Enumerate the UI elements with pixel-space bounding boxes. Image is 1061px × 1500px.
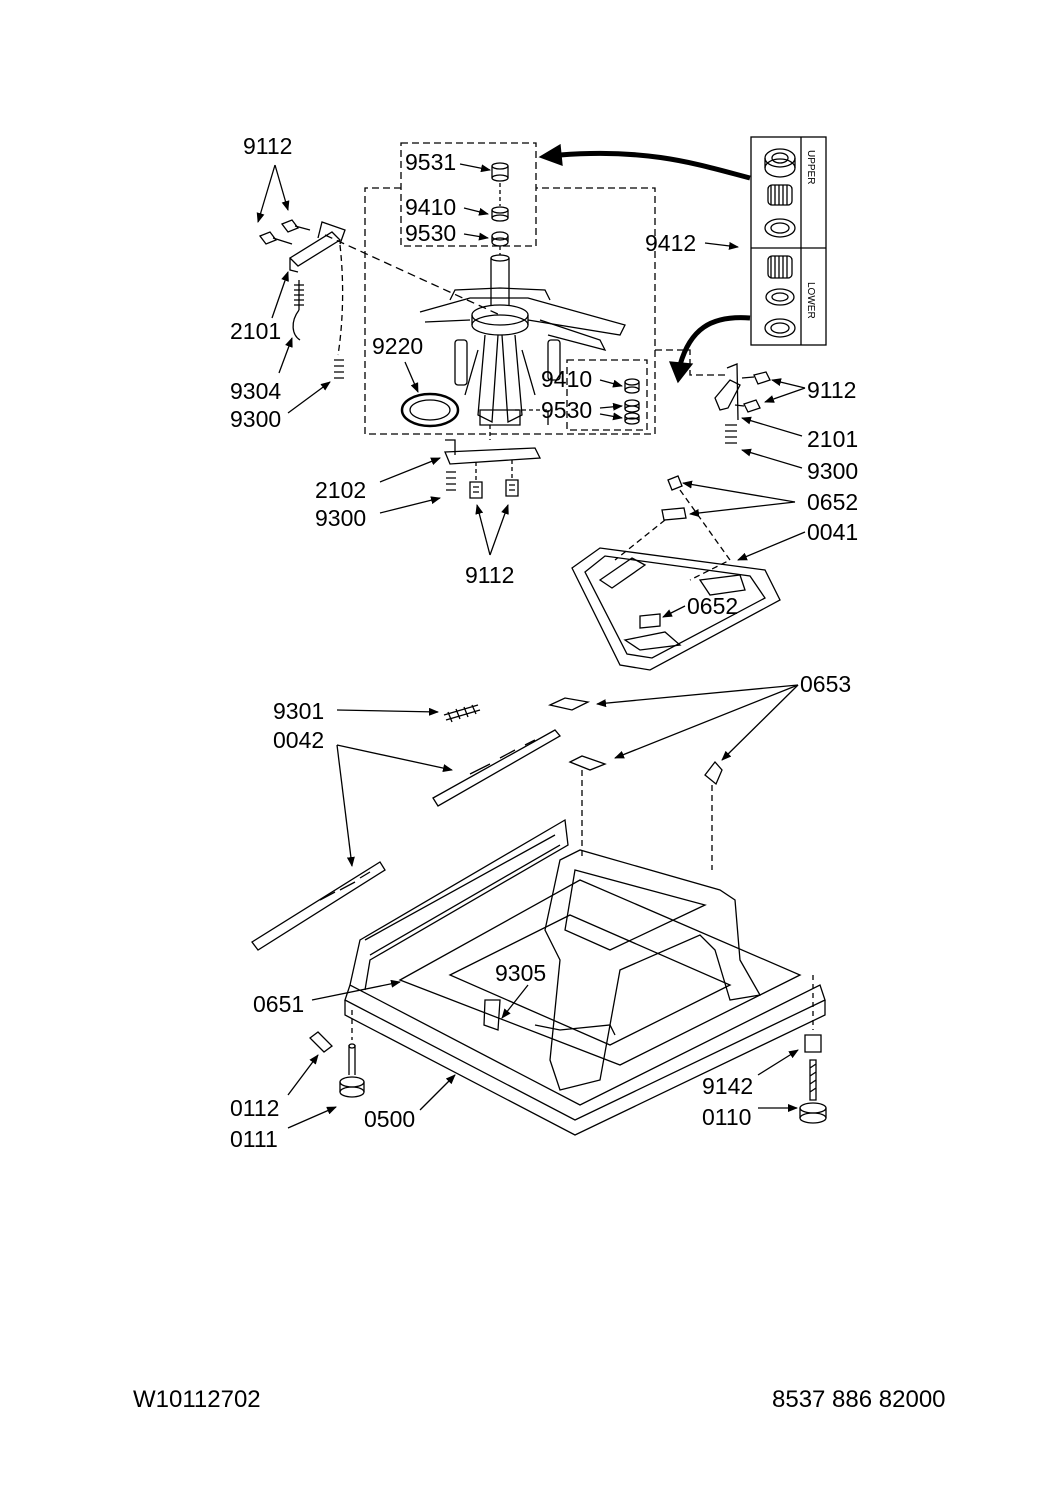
callout-9112-bottom: 9112 [465, 562, 514, 588]
callout-9300-right: 9300 [807, 458, 858, 484]
curved-arrow-upper [559, 150, 751, 181]
callout-9410-right: 9410 [541, 366, 592, 392]
upper-bearing-stack [491, 162, 509, 247]
callout-9530-right: 9530 [541, 397, 592, 423]
rail-upper [432, 729, 561, 807]
callout-9220: 9220 [372, 333, 423, 359]
callout-0653: 0653 [800, 671, 851, 697]
callout-0112: 0112 [230, 1095, 279, 1121]
callout-9301: 9301 [273, 698, 324, 724]
inset-lower-label: LOWER [805, 282, 816, 319]
pads-0653 [548, 697, 723, 870]
callout-0652-mid: 0652 [687, 593, 738, 619]
callout-9142: 9142 [702, 1073, 753, 1099]
callout-0652-top: 0652 [807, 489, 858, 515]
callout-9531: 9531 [405, 149, 456, 175]
bearing-kit-box-top [400, 142, 537, 247]
callout-2101-left: 2101 [230, 318, 281, 344]
bearing-kit-inset [750, 136, 827, 346]
right-bracket-parts [714, 363, 771, 444]
lower-bearing-stack [624, 378, 640, 425]
callout-labels: 9112 9531 9410 9530 9412 2101 9220 9304 … [230, 133, 858, 1152]
foot-left [309, 1010, 365, 1098]
callout-9412: 9412 [645, 230, 696, 256]
callout-2101-right: 2101 [807, 426, 858, 452]
spring-9301 [443, 704, 481, 723]
callout-0651: 0651 [253, 991, 304, 1017]
seal-ring [400, 392, 460, 428]
document-code: W10112702 [133, 1386, 261, 1413]
callout-0110: 0110 [702, 1104, 751, 1130]
callout-0111: 0111 [230, 1126, 278, 1152]
callout-9530-top: 9530 [405, 220, 456, 246]
inset-upper-label: UPPER [805, 150, 816, 184]
part-number-code: 8537 886 82000 [772, 1386, 946, 1413]
spider-assembly-box [364, 187, 656, 435]
callout-9304: 9304 [230, 378, 281, 404]
callout-2102: 2102 [315, 477, 366, 503]
callout-9112-right: 9112 [807, 377, 856, 403]
bearing-kit-box-right [566, 359, 648, 431]
callout-0042: 0042 [273, 727, 324, 753]
base-frame [344, 818, 826, 1136]
bottom-bracket-parts [444, 439, 542, 499]
base-panel [571, 475, 781, 671]
callout-9300-left: 9300 [230, 406, 281, 432]
callout-0500: 0500 [364, 1106, 415, 1132]
foot-right [799, 975, 827, 1124]
curved-arrow-lower [677, 315, 751, 366]
callout-9112-top-left: 9112 [243, 133, 292, 159]
callout-9410-top: 9410 [405, 194, 456, 220]
leader-arrows [256, 163, 806, 1129]
callout-0041: 0041 [807, 519, 858, 545]
callout-9300-bottom: 9300 [315, 505, 366, 531]
rail-lower [251, 861, 386, 951]
callout-9305: 9305 [495, 960, 546, 986]
spider-assembly [419, 246, 626, 440]
left-bracket-parts [258, 219, 501, 379]
